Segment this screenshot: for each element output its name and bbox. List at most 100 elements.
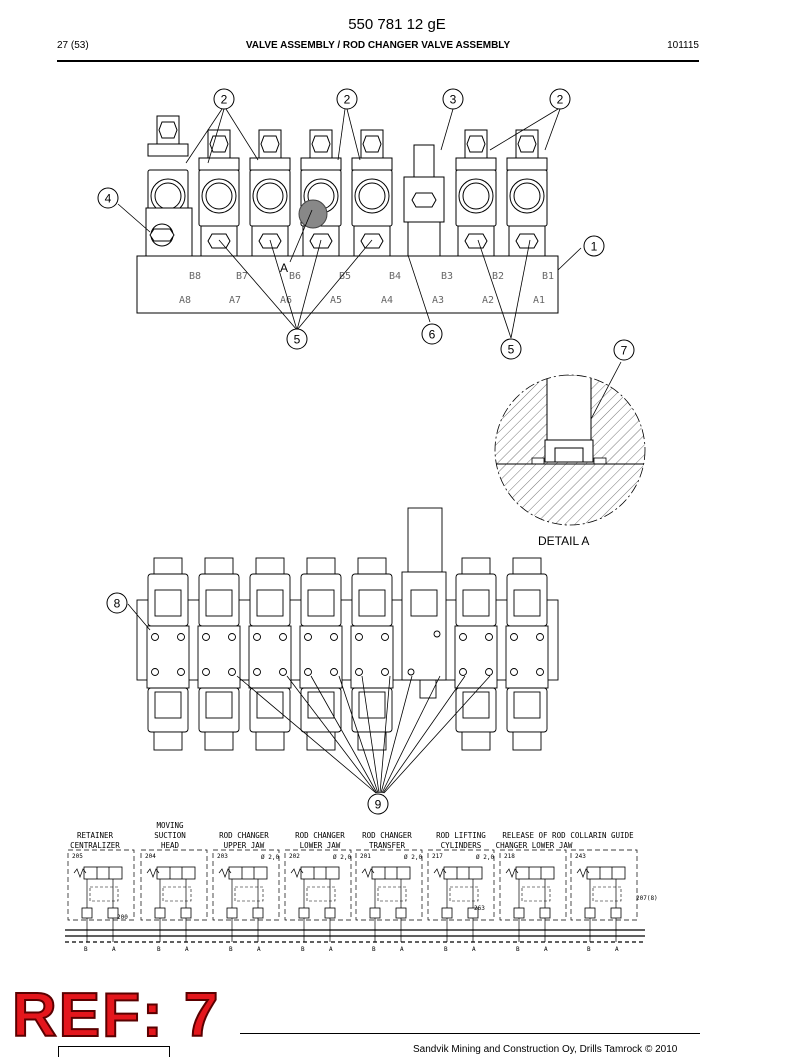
valve-front-2 (197, 557, 241, 751)
port-label-b: B1 (542, 271, 554, 282)
callout-2a: 2 (213, 88, 235, 110)
svg-text:5: 5 (508, 343, 515, 357)
function-label: ROD CHANGER (295, 831, 345, 840)
orifice-label: Ø 2,0 (261, 854, 279, 861)
detail-a-label: DETAIL A (538, 534, 589, 548)
valve-top-5 (351, 129, 393, 257)
port-b-label: B (516, 946, 520, 953)
port-b-label: B (157, 946, 161, 953)
svg-text:3: 3 (450, 93, 457, 107)
port-a-label: A (400, 946, 404, 953)
footer-rule (240, 1033, 700, 1034)
callout-5a: 5 (286, 328, 308, 350)
unit-number: 243 (575, 853, 586, 860)
callout-2c: 2 (549, 88, 571, 110)
port-a-label: A (112, 946, 116, 953)
svg-text:7: 7 (621, 344, 628, 358)
svg-text:2: 2 (557, 93, 564, 107)
function-label: CHANGER LOWER JAW (496, 841, 573, 850)
port-a-label: A (185, 946, 189, 953)
part-ref-263: 263 (474, 905, 485, 912)
port-label-b: B5 (339, 271, 351, 282)
svg-text:2: 2 (221, 93, 228, 107)
valve-front-4 (299, 557, 343, 751)
valve-top-8 (506, 129, 548, 257)
detail-a: DETAIL A (494, 374, 646, 548)
svg-text:5: 5 (294, 333, 301, 347)
port-label-b: B7 (236, 271, 248, 282)
port-label-a: A3 (432, 295, 444, 306)
date-code: 101115 (667, 40, 699, 51)
port-label-b: B6 (289, 271, 301, 282)
unit-number: 217 (432, 853, 443, 860)
port-label-a: A5 (330, 295, 342, 306)
port-a-label: A (544, 946, 548, 953)
valve-top-2 (198, 129, 240, 257)
svg-text:6: 6 (429, 328, 436, 342)
callout-7: 7 (613, 339, 635, 361)
unit-number: 202 (289, 853, 300, 860)
orifice-label: Ø 2,0 (333, 854, 351, 861)
orifice-label: Ø 2,0 (476, 854, 494, 861)
valve-front-6 (401, 571, 447, 681)
port-b-label: B (372, 946, 376, 953)
callout-9: 9 (367, 793, 389, 815)
function-label: RETAINER (77, 831, 114, 840)
port-label-a: A6 (280, 295, 292, 306)
callout-6: 6 (421, 323, 443, 345)
page-title: VALVE ASSEMBLY / ROD CHANGER VALVE ASSEM… (245, 40, 511, 51)
port-label-a: A1 (533, 295, 545, 306)
company-logo-box (58, 1046, 170, 1057)
svg-text:4: 4 (105, 192, 112, 206)
port-a-label: A (257, 946, 261, 953)
function-label: MOVING (156, 821, 184, 830)
callout-3: 3 (442, 88, 464, 110)
port-b-label: B (229, 946, 233, 953)
page-number: 27 (53) (57, 40, 89, 51)
port-label-b: B2 (492, 271, 504, 282)
valve-top-3 (249, 129, 291, 257)
svg-text:1: 1 (591, 240, 598, 254)
valve-top-7 (455, 129, 497, 257)
port-label-a: A8 (179, 295, 191, 306)
valve-stack (145, 115, 548, 257)
section-marker-circle (298, 199, 328, 229)
valve-front-3 (248, 557, 292, 751)
function-label: UPPER JAW (224, 841, 265, 850)
callout-5b: 5 (500, 338, 522, 360)
port-label-b: B8 (189, 271, 201, 282)
valve-4-side-block (145, 207, 193, 257)
callout-4: 4 (97, 187, 119, 209)
leader-lines-top (117, 108, 622, 441)
unit-number: 204 (145, 853, 156, 860)
unit-number: 201 (360, 853, 371, 860)
function-label: HEAD (161, 841, 180, 850)
port-label-a: A4 (381, 295, 393, 306)
reference-stamp: REF: 7 (11, 981, 221, 1050)
footer-copyright: Sandvik Mining and Construction Oy, Dril… (413, 1044, 678, 1055)
function-label: TRANSFER (369, 841, 406, 850)
function-label: COLLARIN GUIDE (570, 831, 634, 840)
valve-top-4 (300, 129, 342, 257)
port-label-b: B3 (441, 271, 453, 282)
function-label: CENTRALIZER (70, 841, 120, 850)
callouts: 2 2 3 2 4 1 6 5 5 7 8 9 (97, 88, 635, 815)
valve-front-7 (454, 557, 498, 751)
unit-number: 205 (72, 853, 83, 860)
function-label: RELEASE OF ROD (502, 831, 566, 840)
svg-text:8: 8 (114, 597, 121, 611)
port-a-label: A (615, 946, 619, 953)
callout-2b: 2 (336, 88, 358, 110)
